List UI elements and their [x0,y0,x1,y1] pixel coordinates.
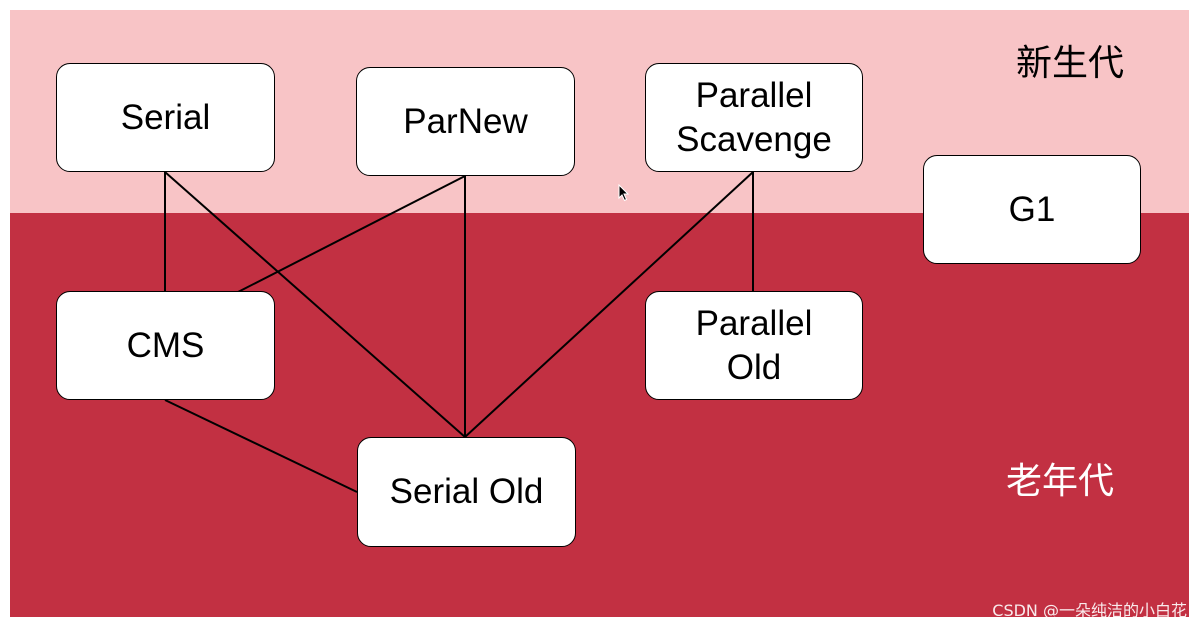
old-generation-region [10,213,1189,617]
edge-parallel-scavenge-serial-old [464,171,754,438]
serial-label: Serial [120,97,211,137]
cms-collector-node: CMS [56,291,275,400]
old-generation-label: 老年代 [1006,461,1115,502]
parallel-old-label-line1: Parallel [695,303,813,343]
cms-label: CMS [126,325,205,365]
edge-serial-serial-old [164,171,466,438]
serial-collector-node: Serial [56,63,275,172]
edge-parnew-cms [237,175,466,293]
edge-cms-serial-old [164,399,358,493]
serial-old-label: Serial Old [389,472,544,511]
parallel-scavenge-collector-node: Parallel Scavenge [645,63,863,172]
mouse-pointer-icon [618,184,630,202]
watermark: CSDN @一朵纯洁的小白花 [992,601,1187,620]
young-generation-label: 新生代 [1016,43,1125,84]
parallel-old-collector-node: Parallel Old [645,291,863,400]
parallel-old-label-line2: Old [726,347,782,387]
parallel-scavenge-label-line1: Parallel [695,75,813,115]
parnew-label: ParNew [403,101,528,141]
serial-old-collector-node: Serial Old [357,437,576,547]
g1-collector-node: G1 [923,155,1141,264]
parnew-collector-node: ParNew [356,67,575,176]
parallel-scavenge-label-line2: Scavenge [676,119,832,159]
g1-label: G1 [1008,189,1056,229]
